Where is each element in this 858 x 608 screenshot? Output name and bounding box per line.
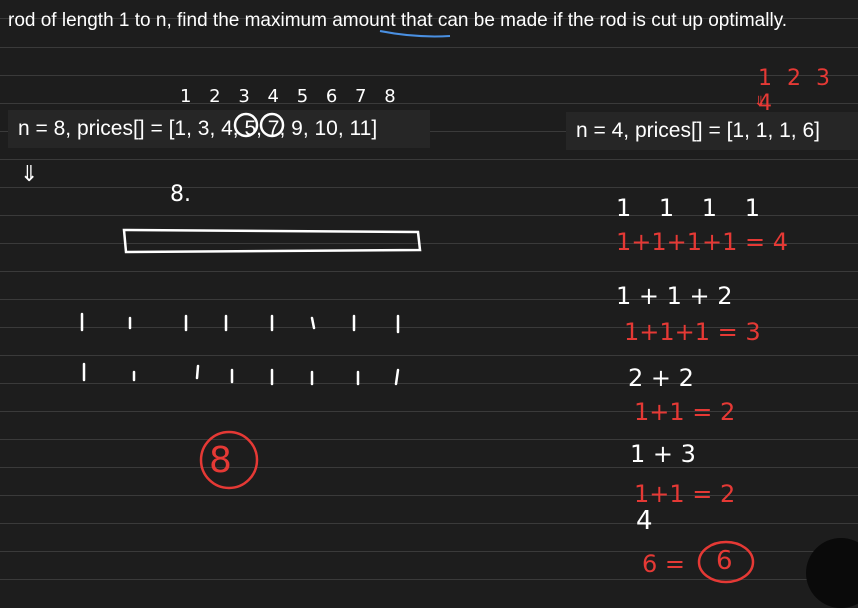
cuts-row-1: 1 1 1 1 <box>616 194 770 222</box>
amount-underline <box>379 30 451 38</box>
answer-right: 6 <box>716 546 733 576</box>
sum-row-2: 1+1+1 = 3 <box>624 318 761 346</box>
cuts-row-3: 2 + 2 <box>628 364 694 392</box>
sum-row-1: 1+1+1+1 = 4 <box>616 228 789 256</box>
sum-row-3: 1+1 = 2 <box>634 398 736 426</box>
down-arrow-icon: ⇓ <box>754 94 766 110</box>
answer-right-circle <box>697 540 755 584</box>
indices-left: 1 2 3 4 5 6 7 8 <box>180 86 402 107</box>
ruled-lines <box>0 0 858 589</box>
cuts-row-4: 1 + 3 <box>630 440 696 468</box>
sum-row-5: 6 = <box>642 550 686 578</box>
cuts-row-5: 4 <box>636 506 653 536</box>
sum-row-4: 1+1 = 2 <box>634 480 736 508</box>
rod-length-label: 8. <box>170 182 191 207</box>
indices-right: 1 2 3 4 <box>758 66 834 116</box>
example-left: n = 8, prices[] = [1, 3, 4, 5, 7, 9, 10,… <box>8 110 430 148</box>
down-arrow-icon: ⇓ <box>20 162 39 187</box>
cuts-row-2: 1 + 1 + 2 <box>616 282 733 310</box>
answer-left: 8 <box>209 440 232 481</box>
rod-drawing <box>80 112 422 490</box>
problem-statement: rod of length 1 to n, find the maximum a… <box>8 10 788 31</box>
example-right: n = 4, prices[] = [1, 1, 1, 6] <box>566 112 858 150</box>
